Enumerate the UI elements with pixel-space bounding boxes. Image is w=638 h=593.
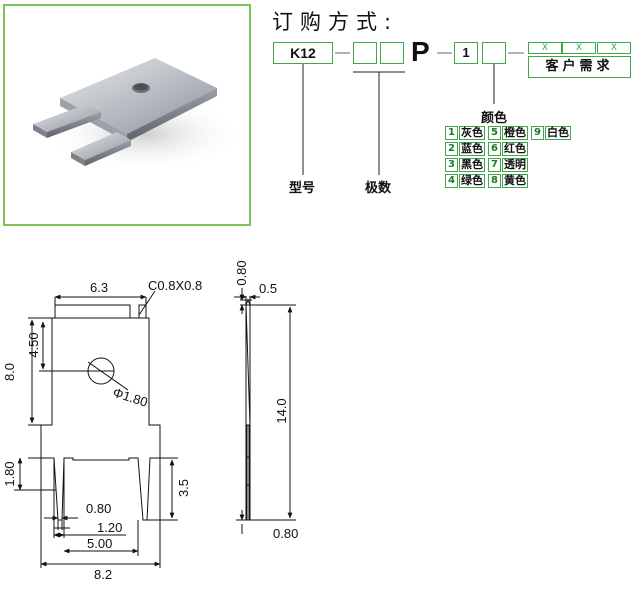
dim-inner-width: 5.00 <box>87 536 112 551</box>
color-num: 6 <box>488 142 501 156</box>
color-name: 红色 <box>502 142 528 156</box>
dim-upper-height: 4.50 <box>26 332 41 357</box>
dim-hole-dia: Φ1.80 <box>111 385 150 410</box>
dim-slot-depth: 3.5 <box>176 479 191 497</box>
color-name: 黑色 <box>459 158 485 172</box>
product-photo-frame <box>3 4 251 226</box>
pole-box-1 <box>353 42 377 64</box>
color-name: 橙色 <box>502 126 528 140</box>
front-view-outline <box>40 304 161 521</box>
p-letter: P <box>411 36 430 67</box>
dim-side-thickness: 0.5 <box>259 281 277 296</box>
color-name: 蓝色 <box>459 142 485 156</box>
order-title: 订购方式: <box>272 10 399 34</box>
color-name: 绿色 <box>459 174 485 188</box>
color-num: 7 <box>488 158 501 172</box>
dim-chamfer: C0.8X0.8 <box>148 278 202 293</box>
dim-overall-width: 8.2 <box>94 567 112 582</box>
color-num: 9 <box>531 126 544 140</box>
order-connectors <box>302 52 524 175</box>
color-code: 1 <box>462 45 470 60</box>
model-code: K12 <box>290 45 316 61</box>
color-num: 2 <box>445 142 458 156</box>
dim-side-length: 14.0 <box>274 398 289 423</box>
color-num: 8 <box>488 174 501 188</box>
product-photo <box>33 58 245 172</box>
color-num: 4 <box>445 174 458 188</box>
technical-drawing: 6.3 C0.8X0.8 4.50 8.0 Φ1.80 1.80 3.5 0.8… <box>2 260 298 582</box>
color-name: 透明 <box>502 158 528 172</box>
dim-side-tip: 0.80 <box>234 260 249 285</box>
dim-leg-width: 0.80 <box>86 501 111 516</box>
customer-x-3: X <box>597 42 631 54</box>
model-code-box: K12 <box>273 42 333 64</box>
dim-side-bottom: 0.80 <box>273 526 298 541</box>
model-label: 型号 <box>289 181 316 196</box>
pole-box-2 <box>380 42 404 64</box>
color-num: 1 <box>445 126 458 140</box>
customer-requirement: X X X 客户需求 <box>528 42 631 80</box>
color-name: 白色 <box>545 126 571 140</box>
color-name: 黄色 <box>502 174 528 188</box>
color-label: 颜色 <box>481 111 508 126</box>
color-num: 5 <box>488 126 501 140</box>
customer-x-1: X <box>528 42 562 54</box>
customer-x-2: X <box>562 42 596 54</box>
color-code-box: 1 <box>454 42 478 64</box>
customer-label: 客户需求 <box>528 56 631 78</box>
dim-leg-height: 1.80 <box>2 461 17 486</box>
dim-leg-spacing: 1.20 <box>97 520 122 535</box>
side-view-outline <box>245 298 251 521</box>
color-box-2 <box>482 42 506 64</box>
color-num: 3 <box>445 158 458 172</box>
dim-total-height: 8.0 <box>2 363 17 381</box>
dim-top-width: 6.3 <box>90 280 108 295</box>
color-name: 灰色 <box>459 126 485 140</box>
poles-label: 极数 <box>365 181 392 196</box>
